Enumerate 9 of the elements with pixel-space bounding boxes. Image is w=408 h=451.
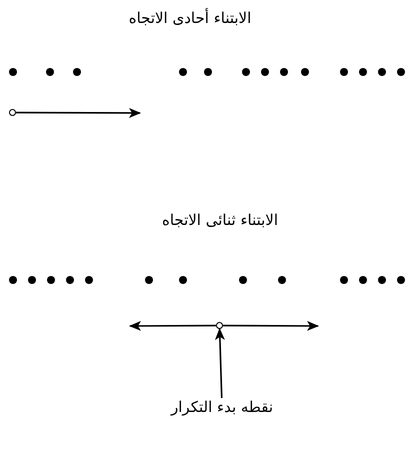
direction-arrow xyxy=(16,108,141,118)
direction-arrow xyxy=(223,320,319,331)
heading: الابتناء أحادى الاتجاه xyxy=(128,9,252,27)
leader-arrow xyxy=(214,328,225,398)
origin-point xyxy=(216,322,223,329)
origin-label: نقطه بدء التكرار xyxy=(171,398,273,416)
heading: الابتناء ثنائى الاتجاه xyxy=(162,211,278,229)
origin-point xyxy=(9,109,16,116)
direction-arrow xyxy=(129,320,216,331)
